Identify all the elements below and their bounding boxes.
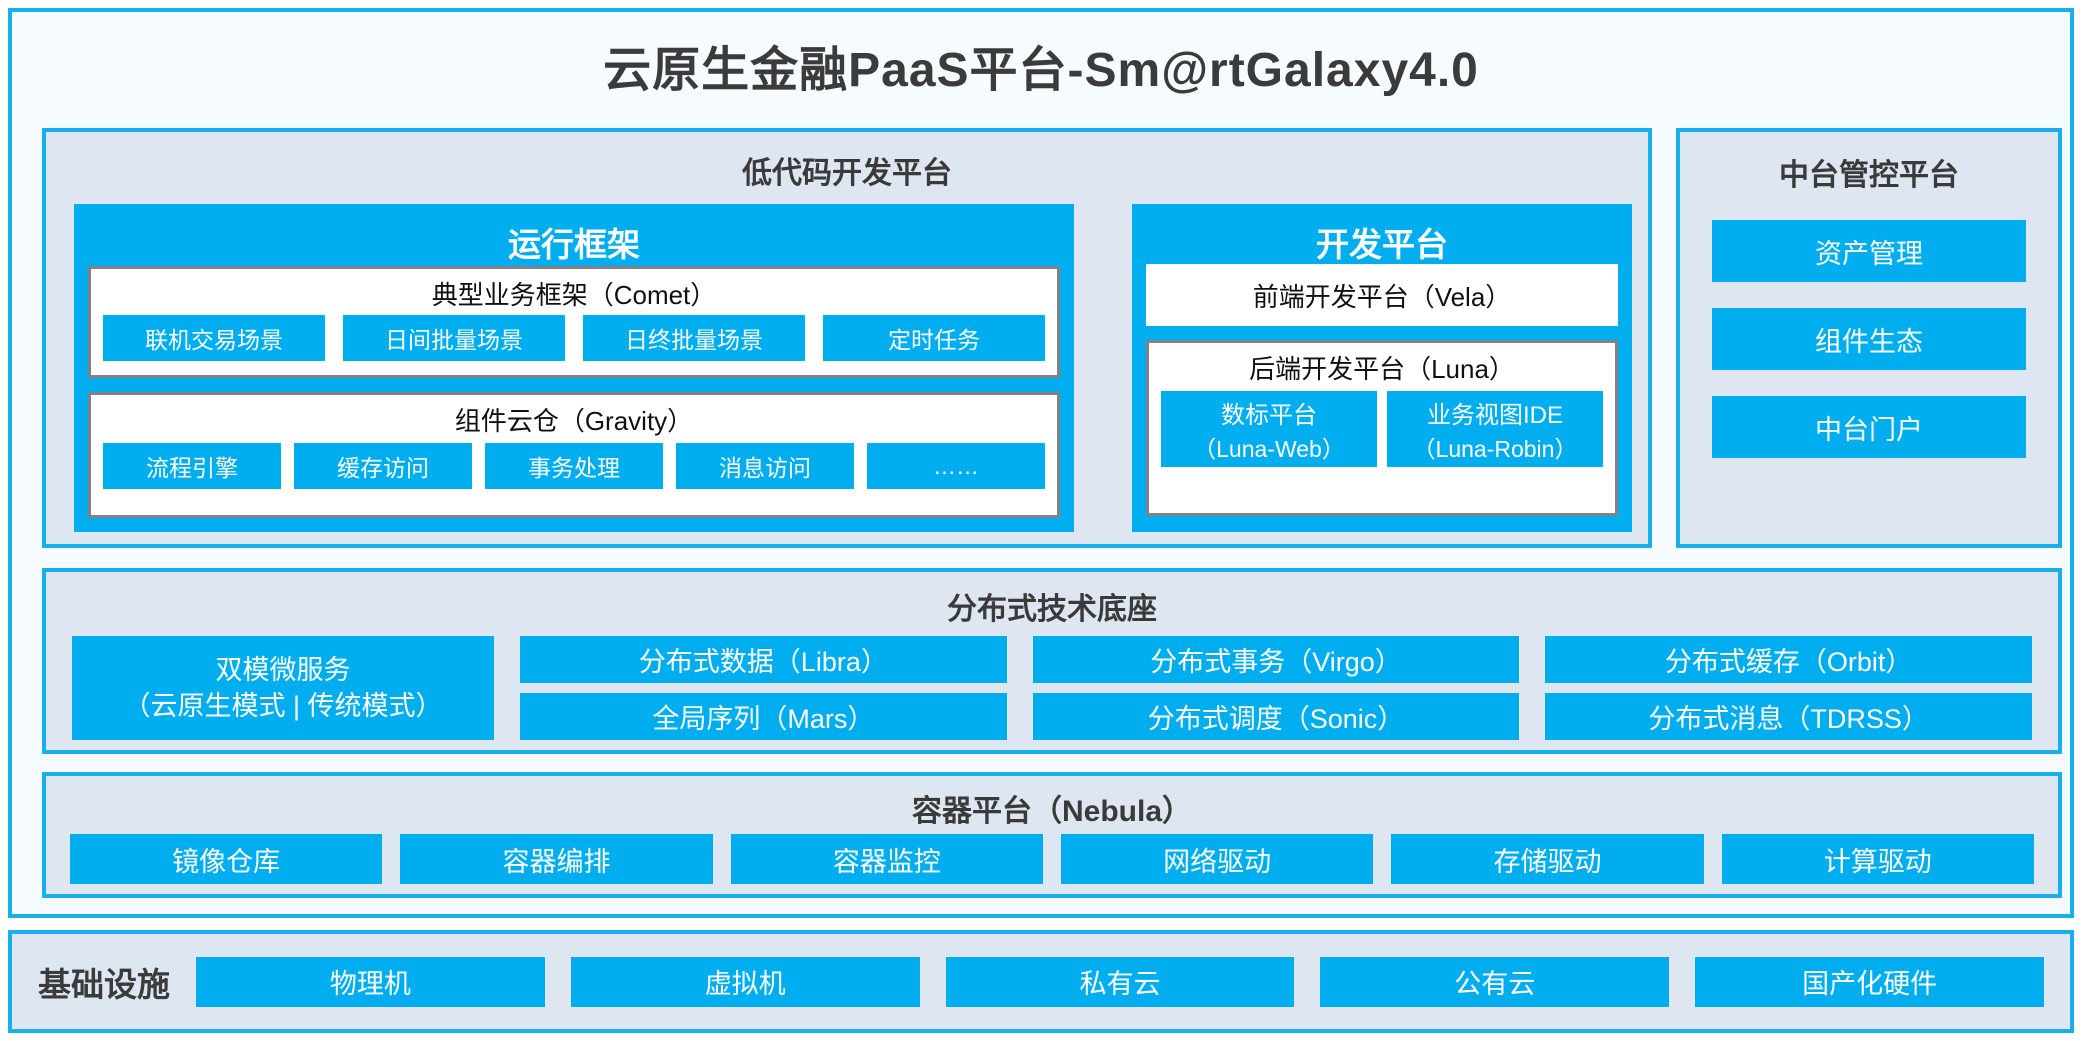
container-platform-title: 容器平台（Nebula） (911, 795, 1193, 828)
comet-chip-intraday-batch[interactable]: 日间批量场景 (343, 315, 565, 361)
runtime-framework-block: 运行框架 典型业务框架（Comet） 联机交易场景 日间批量场景 日终批量场景 … (74, 204, 1074, 532)
distributed-techbase-title: 分布式技术底座 (947, 593, 1157, 626)
techbase-column-2: 分布式事务（Virgo） 分布式调度（Sonic） (1032, 636, 1520, 740)
comet-chip-row: 联机交易场景 日间批量场景 日终批量场景 定时任务 (91, 315, 1057, 361)
container-chip-monitoring[interactable]: 容器监控 (730, 834, 1043, 884)
midplatform-item-component-ecosystem[interactable]: 组件生态 (1712, 308, 2026, 370)
luna-chip-data-standard-platform[interactable]: 数标平台 （Luna-Web） (1161, 391, 1377, 467)
techbase-chip-distributed-scheduling-sonic[interactable]: 分布式调度（Sonic） (1032, 693, 1520, 740)
gravity-chip-row: 流程引擎 缓存访问 事务处理 消息访问 …… (91, 443, 1057, 489)
midplatform-control-panel: 中台管控平台 资产管理 组件生态 中台门户 (1676, 128, 2062, 548)
dualmode-line1: 双模微服务 (215, 654, 351, 685)
container-chip-compute-driver[interactable]: 计算驱动 (1721, 834, 2034, 884)
infrastructure-chip-virtual-machine[interactable]: 虚拟机 (570, 956, 920, 1007)
techbase-chip-distributed-transaction-virgo[interactable]: 分布式事务（Virgo） (1032, 636, 1520, 683)
backend-dev-platform-title: 后端开发平台（Luna） (1249, 354, 1515, 384)
gravity-chip-transaction-processing[interactable]: 事务处理 (485, 443, 663, 489)
infrastructure-chip-public-cloud[interactable]: 公有云 (1320, 956, 1670, 1007)
container-platform-panel: 容器平台（Nebula） 镜像仓库 容器编排 容器监控 网络驱动 存储驱动 计算… (42, 772, 2062, 898)
comet-chip-eod-batch[interactable]: 日终批量场景 (583, 315, 805, 361)
infrastructure-chip-domestic-hardware[interactable]: 国产化硬件 (1695, 956, 2044, 1007)
main-card: 云原生金融PaaS平台-Sm@rtGalaxy4.0 低代码开发平台 运行框架 … (8, 8, 2074, 918)
midplatform-item-portal[interactable]: 中台门户 (1712, 396, 2026, 458)
gravity-card: 组件云仓（Gravity） 流程引擎 缓存访问 事务处理 消息访问 …… (88, 392, 1060, 518)
distributed-techbase-panel: 分布式技术底座 双模微服务 （云原生模式 | 传统模式） 分布式数据（Libra… (42, 568, 2062, 754)
container-chip-storage-driver[interactable]: 存储驱动 (1391, 834, 1704, 884)
midplatform-item-list: 资产管理 组件生态 中台门户 (1712, 220, 2026, 458)
gravity-chip-more[interactable]: …… (867, 443, 1045, 489)
luna-chip-row: 数标平台 （Luna-Web） 业务视图IDE （Luna-Robin） (1149, 391, 1615, 467)
container-chip-orchestration[interactable]: 容器编排 (400, 834, 713, 884)
luna-chip-business-view-ide[interactable]: 业务视图IDE （Luna-Robin） (1387, 391, 1603, 467)
techbase-chip-dual-mode-microservice[interactable]: 双模微服务 （云原生模式 | 传统模式） (72, 636, 494, 740)
techbase-chip-distributed-message-tdrss[interactable]: 分布式消息（TDRSS） (1545, 693, 2033, 740)
infrastructure-chip-private-cloud[interactable]: 私有云 (945, 956, 1295, 1007)
infrastructure-chip-physical-machine[interactable]: 物理机 (196, 956, 545, 1007)
comet-title: 典型业务框架（Comet） (431, 280, 717, 310)
infrastructure-label: 基础设施 (38, 965, 170, 1003)
lowcode-platform-title: 低代码开发平台 (742, 157, 952, 190)
gravity-chip-process-engine[interactable]: 流程引擎 (103, 443, 281, 489)
infrastructure-chip-row: 物理机 虚拟机 私有云 公有云 国产化硬件 (196, 956, 2044, 1007)
dev-platform-header: 开发平台 (1316, 226, 1448, 263)
frontend-dev-platform-card[interactable]: 前端开发平台（Vela） (1146, 264, 1618, 326)
container-chip-network-driver[interactable]: 网络驱动 (1060, 834, 1374, 884)
gravity-title: 组件云仓（Gravity） (454, 406, 694, 436)
runtime-framework-header: 运行框架 (508, 226, 640, 263)
techbase-chip-distributed-cache-orbit[interactable]: 分布式缓存（Orbit） (1545, 636, 2033, 683)
infrastructure-panel: 基础设施 物理机 虚拟机 私有云 公有云 国产化硬件 (8, 930, 2074, 1033)
dualmode-line2: （云原生模式 | 传统模式） (123, 691, 443, 721)
comet-card: 典型业务框架（Comet） 联机交易场景 日间批量场景 日终批量场景 定时任务 (88, 266, 1060, 378)
page-title: 云原生金融PaaS平台-Sm@rtGalaxy4.0 (603, 44, 1479, 97)
comet-chip-online-transaction[interactable]: 联机交易场景 (103, 315, 325, 361)
container-chip-image-registry[interactable]: 镜像仓库 (70, 834, 383, 884)
lowcode-platform-panel: 低代码开发平台 运行框架 典型业务框架（Comet） 联机交易场景 日间批量场景… (42, 128, 1652, 548)
gravity-chip-message-access[interactable]: 消息访问 (676, 443, 854, 489)
techbase-column-1: 分布式数据（Libra） 全局序列（Mars） (520, 636, 1007, 740)
luna-web-line2: （Luna-Web） (1193, 435, 1345, 462)
midplatform-item-asset-management[interactable]: 资产管理 (1712, 220, 2026, 282)
midplatform-control-title: 中台管控平台 (1779, 159, 1959, 192)
luna-web-line1: 数标平台 (1221, 401, 1317, 429)
container-chip-row: 镜像仓库 容器编排 容器监控 网络驱动 存储驱动 计算驱动 (70, 834, 2034, 884)
techbase-grid: 双模微服务 （云原生模式 | 传统模式） 分布式数据（Libra） 全局序列（M… (72, 636, 2033, 740)
techbase-chip-global-sequence-mars[interactable]: 全局序列（Mars） (520, 693, 1007, 740)
comet-chip-scheduled-task[interactable]: 定时任务 (823, 315, 1045, 361)
techbase-chip-distributed-data-libra[interactable]: 分布式数据（Libra） (520, 636, 1007, 683)
luna-robin-line2: （Luna-Robin） (1412, 435, 1578, 462)
luna-robin-line1: 业务视图IDE (1426, 401, 1563, 429)
dev-platform-block: 开发平台 前端开发平台（Vela） 后端开发平台（Luna） 数标平台 （Lun… (1132, 204, 1632, 532)
gravity-chip-cache-access[interactable]: 缓存访问 (294, 443, 472, 489)
techbase-column-3: 分布式缓存（Orbit） 分布式消息（TDRSS） (1545, 636, 2033, 740)
backend-dev-platform-card: 后端开发平台（Luna） 数标平台 （Luna-Web） 业务视图IDE （Lu… (1146, 340, 1618, 516)
